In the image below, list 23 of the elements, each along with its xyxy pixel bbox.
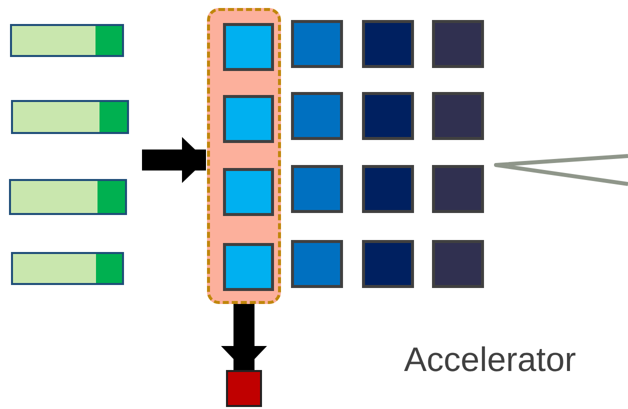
processing-cell [223, 243, 274, 291]
data-bar [11, 252, 124, 285]
processing-cell [362, 92, 414, 140]
processing-cell [223, 168, 274, 216]
processing-cell [362, 240, 414, 288]
processing-cell [223, 95, 274, 143]
processing-cell [432, 165, 484, 213]
data-bar [10, 24, 124, 57]
output-square [226, 370, 262, 407]
processing-cell [362, 20, 414, 68]
data-bar [9, 179, 127, 215]
diagram-label: Accelerator [404, 340, 576, 380]
processing-cell [291, 165, 343, 213]
processing-cell [432, 92, 484, 140]
processing-cell [291, 240, 343, 288]
processing-cell [291, 92, 343, 140]
processing-cell [362, 165, 414, 213]
processing-cell [291, 20, 343, 68]
highlighted-column [207, 8, 281, 304]
processing-cell [432, 240, 484, 288]
data-bar [11, 100, 129, 134]
processing-cell [223, 23, 274, 71]
processing-cell [432, 20, 484, 68]
